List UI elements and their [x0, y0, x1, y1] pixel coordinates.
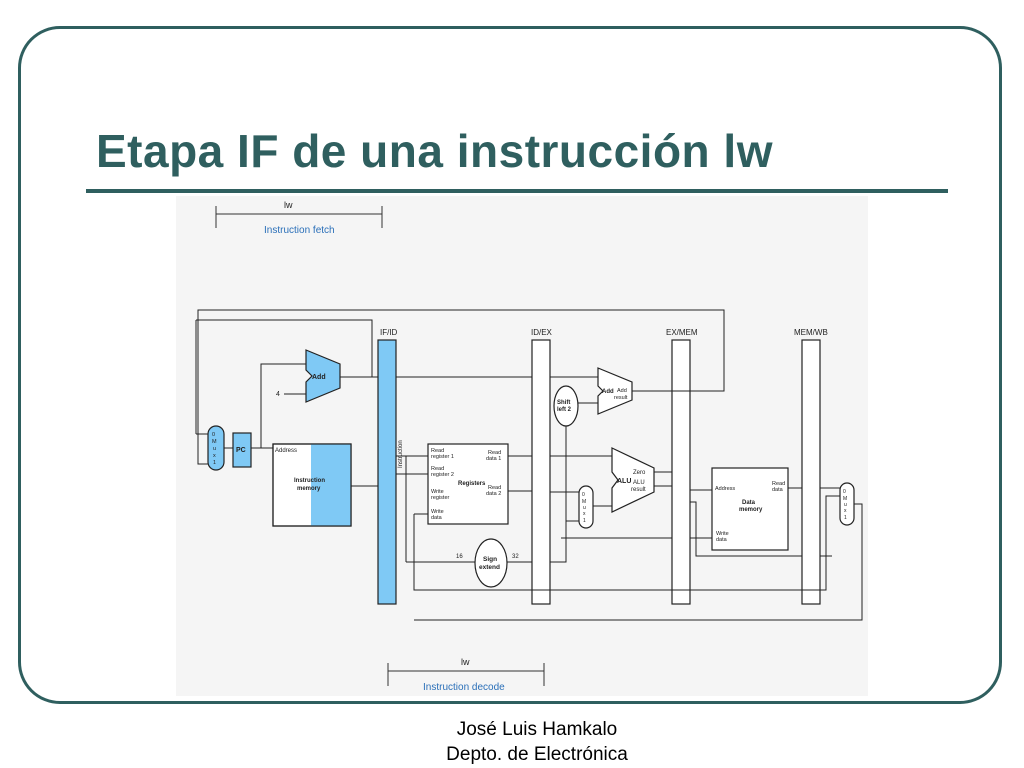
svg-text:Add: Add	[602, 389, 614, 395]
bottom-stage-label: Instruction decode	[423, 682, 505, 693]
svg-text:ALU: ALU	[617, 478, 631, 485]
svg-text:memory: memory	[739, 507, 763, 513]
svg-text:result: result	[614, 395, 628, 401]
reg-label-idex: ID/EX	[531, 328, 553, 337]
svg-text:0: 0	[582, 492, 585, 498]
instruction-label: Instruction	[398, 440, 404, 468]
top-stage-instr: lw	[284, 200, 293, 210]
svg-text:x: x	[844, 508, 847, 514]
bottom-stage-bracket: lw Instruction decode	[387, 657, 545, 693]
datapath-wires	[195, 309, 863, 621]
im-address: Address	[275, 448, 297, 454]
idex-register	[531, 339, 551, 605]
svg-text:register: register	[431, 495, 450, 501]
svg-text:extend: extend	[479, 564, 500, 571]
pipeline-diagram: lw Instruction fetch lw Instruction deco…	[176, 196, 868, 696]
instruction-memory-highlight	[311, 444, 351, 526]
svg-text:ALU: ALU	[633, 480, 645, 486]
svg-text:result: result	[631, 487, 646, 493]
slide-frame	[18, 26, 1002, 704]
register-file	[427, 443, 509, 525]
svg-text:Read: Read	[772, 481, 785, 487]
svg-text:data 2: data 2	[486, 491, 501, 497]
adder-four: 4	[276, 391, 280, 398]
svg-text:M: M	[843, 496, 847, 502]
svg-text:Zero: Zero	[633, 470, 646, 476]
slide-title: Etapa IF de una instrucción lw	[96, 125, 773, 177]
reg-label-ifid: IF/ID	[380, 328, 398, 337]
reg-label-exmem: EX/MEM	[666, 328, 698, 337]
ifid-register	[377, 339, 397, 605]
pc-mux-u: u	[213, 446, 216, 452]
svg-text:Registers: Registers	[458, 481, 486, 487]
svg-text:Read: Read	[488, 450, 501, 456]
svg-text:Write: Write	[716, 531, 729, 537]
pc-mux-x: x	[213, 453, 216, 459]
pc-mux-m: M	[212, 439, 217, 445]
sign-extend	[474, 538, 508, 588]
svg-text:Read: Read	[431, 466, 444, 472]
svg-text:register 1: register 1	[431, 454, 454, 460]
exmem-register	[671, 339, 691, 605]
pc-adder	[305, 349, 341, 403]
svg-text:Shift: Shift	[557, 400, 570, 406]
bottom-stage-instr: lw	[461, 657, 470, 667]
shift-left-2	[553, 385, 579, 427]
svg-text:Sign: Sign	[483, 556, 497, 563]
svg-text:Write: Write	[431, 489, 444, 495]
branch-adder	[597, 367, 633, 415]
svg-text:M: M	[582, 499, 586, 505]
title-underline	[86, 189, 948, 193]
svg-text:1: 1	[844, 515, 847, 521]
svg-text:data 1: data 1	[486, 456, 501, 462]
svg-text:data: data	[431, 515, 443, 521]
svg-text:x: x	[583, 511, 586, 517]
svg-text:Data: Data	[742, 500, 756, 506]
svg-text:register 2: register 2	[431, 472, 454, 478]
svg-text:32: 32	[512, 554, 519, 560]
pipeline-svg: lw Instruction fetch lw Instruction deco…	[195, 200, 863, 693]
top-stage-bracket: lw Instruction fetch	[215, 200, 383, 236]
svg-text:Read: Read	[431, 448, 444, 454]
svg-text:Write: Write	[431, 509, 444, 515]
svg-text:Add: Add	[617, 388, 627, 394]
top-stage-label: Instruction fetch	[264, 225, 335, 236]
im-name-1: Instruction	[294, 478, 325, 484]
pc-mux-1: 1	[213, 460, 216, 466]
svg-text:data: data	[716, 537, 728, 543]
adder-label: Add	[312, 374, 326, 381]
alu-mux	[578, 485, 594, 529]
svg-text:16: 16	[456, 554, 463, 560]
reg-label-memwb: MEM/WB	[794, 328, 828, 337]
svg-text:data: data	[772, 487, 784, 493]
footer-dept: Depto. de Electrónica	[446, 744, 628, 765]
svg-text:Read: Read	[488, 485, 501, 491]
pc-mux-0: 0	[212, 432, 215, 438]
data-memory	[711, 467, 789, 551]
pc-register	[232, 432, 252, 468]
svg-text:left 2: left 2	[557, 407, 572, 413]
pc-label: PC	[236, 447, 246, 454]
svg-text:Address: Address	[715, 486, 735, 492]
footer-author: José Luis Hamkalo	[456, 719, 618, 740]
svg-text:u: u	[583, 505, 586, 511]
svg-text:0: 0	[843, 489, 846, 495]
memwb-register	[801, 339, 821, 605]
svg-text:1: 1	[583, 518, 586, 524]
svg-text:u: u	[844, 502, 847, 508]
im-name-2: memory	[297, 486, 321, 492]
